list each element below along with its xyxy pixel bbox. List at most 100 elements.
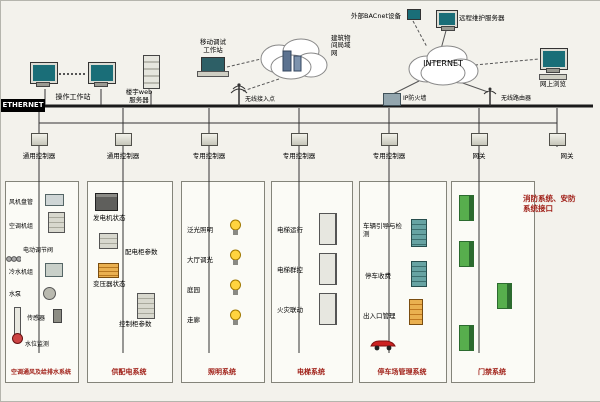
power-item-label: 发电机状态 (93, 214, 126, 222)
monitor-icon (89, 63, 115, 83)
ahu-cabinet-icon (48, 212, 65, 233)
door-icon (459, 325, 474, 351)
lan-cloud-label: 建筑物间局域网 (331, 34, 351, 57)
controller-icon (381, 133, 398, 146)
door-icon (459, 195, 474, 221)
workstation-label: 操作工作站 (55, 93, 91, 101)
parking-item-label: 车辆引导与检测 (363, 222, 402, 238)
ellipsis-dots (59, 73, 85, 75)
web-server-label: 楼宇web 服务器 (119, 88, 159, 105)
hvac-system-title: 空调通风及给排水系统 (10, 369, 71, 376)
parking-item-label: 出入口管理 (363, 312, 396, 320)
server-tower-icon (143, 55, 160, 89)
bacnet-device-icon (407, 9, 421, 20)
power-system-title: 供配电系统 (111, 368, 147, 376)
web-server-line1: 楼宇web (125, 88, 153, 96)
remote-server-icon (437, 11, 457, 27)
hvac-item-label: 水位监测 (25, 341, 50, 348)
browse-label: 网上浏览 (540, 80, 566, 88)
elevator-item-label: 电梯群控 (277, 266, 303, 274)
controller-icon (291, 133, 308, 146)
controller-label: 专用控制器 (192, 152, 226, 160)
laptop-base-icon (197, 71, 229, 77)
lighting-item-label: 大厅调光 (187, 256, 213, 264)
door-icon (459, 241, 474, 267)
remote-server-label: 远程维护服务器 (459, 14, 505, 22)
laptop-screen-icon (201, 57, 225, 72)
hvac-system-box (5, 181, 79, 383)
browse-pc-stand-icon (547, 69, 559, 72)
hvac-item-label: 水泵 (9, 291, 22, 298)
elevator-icon (319, 253, 337, 285)
hvac-item-label: 风机盘管 (9, 199, 34, 206)
access-system-title: 门禁系统 (478, 368, 506, 376)
remote-server-stand-icon (442, 27, 454, 30)
door-icon (497, 283, 512, 309)
browse-pc-icon (541, 49, 567, 69)
monitor-stand-icon (37, 83, 49, 86)
keyboard-icon (539, 74, 567, 80)
sensor-icon (53, 309, 62, 323)
wireless-ap-label: 无线接入点 (245, 96, 276, 103)
mobile-line1: 移动调试 (200, 38, 226, 46)
toll-panel-icon (411, 261, 427, 287)
bulb-icon (230, 219, 241, 235)
parking-system-title: 停车场管理系统 (377, 368, 427, 376)
internet-label: INTERNET (423, 59, 463, 68)
ethernet-label: ETHERNET (1, 99, 45, 112)
controller-label: 专用控制器 (282, 152, 316, 160)
controller-label: 通用控制器 (22, 152, 56, 160)
lighting-item-label: 庭园 (187, 286, 200, 294)
lighting-system-title: 照明系统 (208, 368, 236, 376)
lighting-item-label: 走廊 (187, 316, 200, 324)
fan-coil-icon (45, 194, 64, 206)
gateway-label: 网关 (560, 152, 574, 160)
firewall-icon (383, 93, 401, 106)
fire-note-line2: 系统接口 (523, 204, 553, 214)
elevator-icon (319, 213, 337, 245)
monitor-stand-icon (95, 83, 107, 86)
guidance-panel-icon (411, 219, 427, 247)
wireless-router-icon (483, 87, 497, 106)
elevator-system-box (271, 181, 353, 383)
hvac-item-label: 冷水机组 (9, 269, 34, 276)
elevator-item-label: 火灾联动 (277, 306, 303, 314)
elevator-item-label: 电梯运行 (277, 226, 303, 234)
web-server-line2: 服务器 (129, 95, 149, 104)
hvac-item-label: 传感器 (27, 315, 46, 322)
power-item-label: 变压器状态 (93, 280, 126, 288)
gateway-icon (471, 133, 488, 146)
fire-note-line1: 消防系统、安防 (523, 194, 576, 203)
pump-icon (43, 287, 56, 300)
parking-item-label: 停车收费 (365, 272, 391, 280)
switchboard-icon (99, 233, 118, 249)
transformer-icon (98, 263, 119, 278)
power-system-box (87, 181, 173, 383)
gateway-label: 网关 (472, 152, 486, 160)
controller-icon (31, 133, 48, 146)
valve-icon (6, 247, 22, 262)
controller-label: 专用控制器 (372, 152, 406, 160)
bulb-icon (230, 309, 241, 325)
gateway-icon (549, 133, 566, 146)
car-icon (370, 340, 396, 351)
hvac-item-label: 电动调节阀 (23, 247, 54, 254)
chiller-icon (45, 263, 63, 277)
firewall-label: IP防火墙 (403, 95, 427, 102)
lan-cloud-icon (260, 38, 328, 80)
control-cabinet-icon (137, 293, 155, 319)
hvac-item-label: 空调机组 (9, 223, 34, 230)
elevator-system-title: 电梯系统 (297, 368, 325, 376)
parking-system-box (359, 181, 447, 383)
power-item-label: 配电柜参数 (125, 248, 158, 256)
bulb-icon (230, 249, 241, 265)
generator-icon (95, 193, 118, 211)
fire-security-note: 消防系统、安防 系统接口 (523, 194, 599, 214)
power-item-label: 控制柜参数 (119, 320, 152, 328)
controller-label: 通用控制器 (106, 152, 140, 160)
bulb-icon (230, 279, 241, 295)
elevator-icon (319, 293, 337, 325)
controller-icon (201, 133, 218, 146)
internet-cloud-icon (408, 45, 479, 86)
